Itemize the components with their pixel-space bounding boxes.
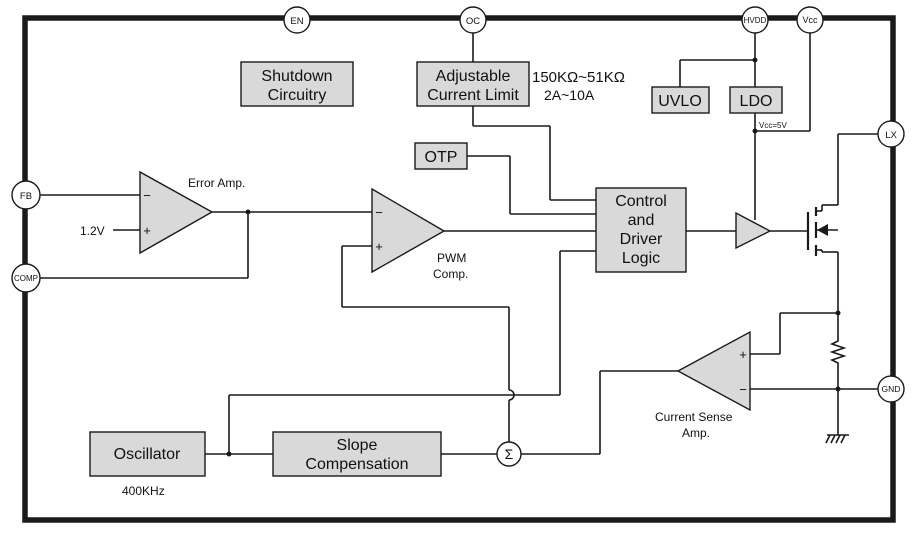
slope-label-line1: Slope — [337, 437, 378, 454]
shutdown-label-line2: Circuitry — [268, 87, 327, 104]
control-label-line2: and — [628, 212, 655, 229]
oscillator-frequency-label: 400KHz — [122, 484, 165, 498]
resistor-range-label: 150KΩ~51KΩ — [532, 69, 625, 86]
pin-gnd-label: GND — [882, 384, 901, 394]
control-label-line1: Control — [615, 193, 667, 210]
shutdown-circuitry-block: Shutdown Circuitry — [240, 61, 354, 107]
pwm-label-line2: Comp. — [433, 267, 468, 281]
uvlo-block: UVLO — [651, 86, 710, 114]
pin-fb-label: FB — [20, 191, 32, 202]
pin-gnd: GND — [877, 375, 905, 403]
pwm-comparator: − + — [371, 187, 446, 274]
pin-hvdd-label: HVDD — [744, 16, 767, 25]
junction-dots — [226, 57, 841, 457]
power-mosfet — [806, 205, 838, 256]
current-sense-label-line2: Amp. — [682, 426, 710, 440]
pin-comp: COMP — [11, 263, 41, 293]
pwm-label-line1: PWM — [437, 251, 466, 265]
reference-voltage-label: 1.2V — [80, 224, 105, 238]
control-label-line3: Driver — [620, 231, 663, 248]
sum-symbol: Σ — [505, 446, 514, 462]
error-amp-minus: − — [143, 188, 151, 203]
wires — [40, 32, 878, 455]
current-limit-block: Adjustable Current Limit — [416, 61, 530, 107]
pin-comp-label: COMP — [14, 274, 38, 283]
pwm-plus: + — [375, 239, 383, 254]
gate-driver-buffer — [735, 211, 772, 250]
slope-compensation-block: Slope Compensation — [272, 431, 442, 477]
pwm-minus: − — [375, 205, 383, 220]
pin-oc: OC — [459, 6, 487, 34]
pin-lx-label: LX — [885, 130, 897, 141]
error-amp-label: Error Amp. — [188, 176, 245, 190]
control-driver-logic-block: Control and Driver Logic — [595, 187, 687, 273]
pin-en-label: EN — [290, 16, 303, 27]
sense-plus: + — [739, 347, 747, 362]
oscillator-label: Oscillator — [114, 446, 181, 463]
current-limit-label-line2: Current Limit — [427, 87, 519, 104]
ldo-block: LDO — [729, 86, 783, 114]
otp-label: OTP — [425, 149, 458, 166]
vcc-5v-label: Vcc=5V — [759, 121, 787, 130]
ldo-label: LDO — [740, 93, 773, 110]
current-sense-amplifier: + − — [676, 330, 751, 412]
uvlo-label: UVLO — [658, 93, 702, 110]
oscillator-block: Oscillator — [89, 431, 206, 477]
current-limit-label-line1: Adjustable — [436, 68, 511, 85]
current-range-label: 2A~10A — [544, 87, 595, 103]
pin-vcc: Vcc — [796, 6, 824, 34]
ground-symbol — [825, 434, 849, 444]
slope-label-line2: Compensation — [305, 456, 408, 473]
pin-oc-label: OC — [466, 16, 480, 27]
pin-fb: FB — [11, 180, 41, 210]
error-amplifier: − + — [139, 170, 214, 255]
pin-en: EN — [283, 6, 311, 34]
current-sense-label-line1: Current Sense — [655, 410, 733, 424]
summing-node: Σ — [496, 441, 522, 467]
pin-vcc-label: Vcc — [802, 15, 818, 25]
sense-resistor — [829, 337, 847, 365]
sense-minus: − — [739, 382, 747, 397]
pin-hvdd: HVDD — [741, 6, 769, 34]
control-label-line4: Logic — [622, 250, 660, 267]
otp-block: OTP — [414, 142, 468, 170]
error-amp-plus: + — [143, 223, 151, 238]
shutdown-label-line1: Shutdown — [261, 68, 332, 85]
pin-lx: LX — [877, 120, 905, 148]
